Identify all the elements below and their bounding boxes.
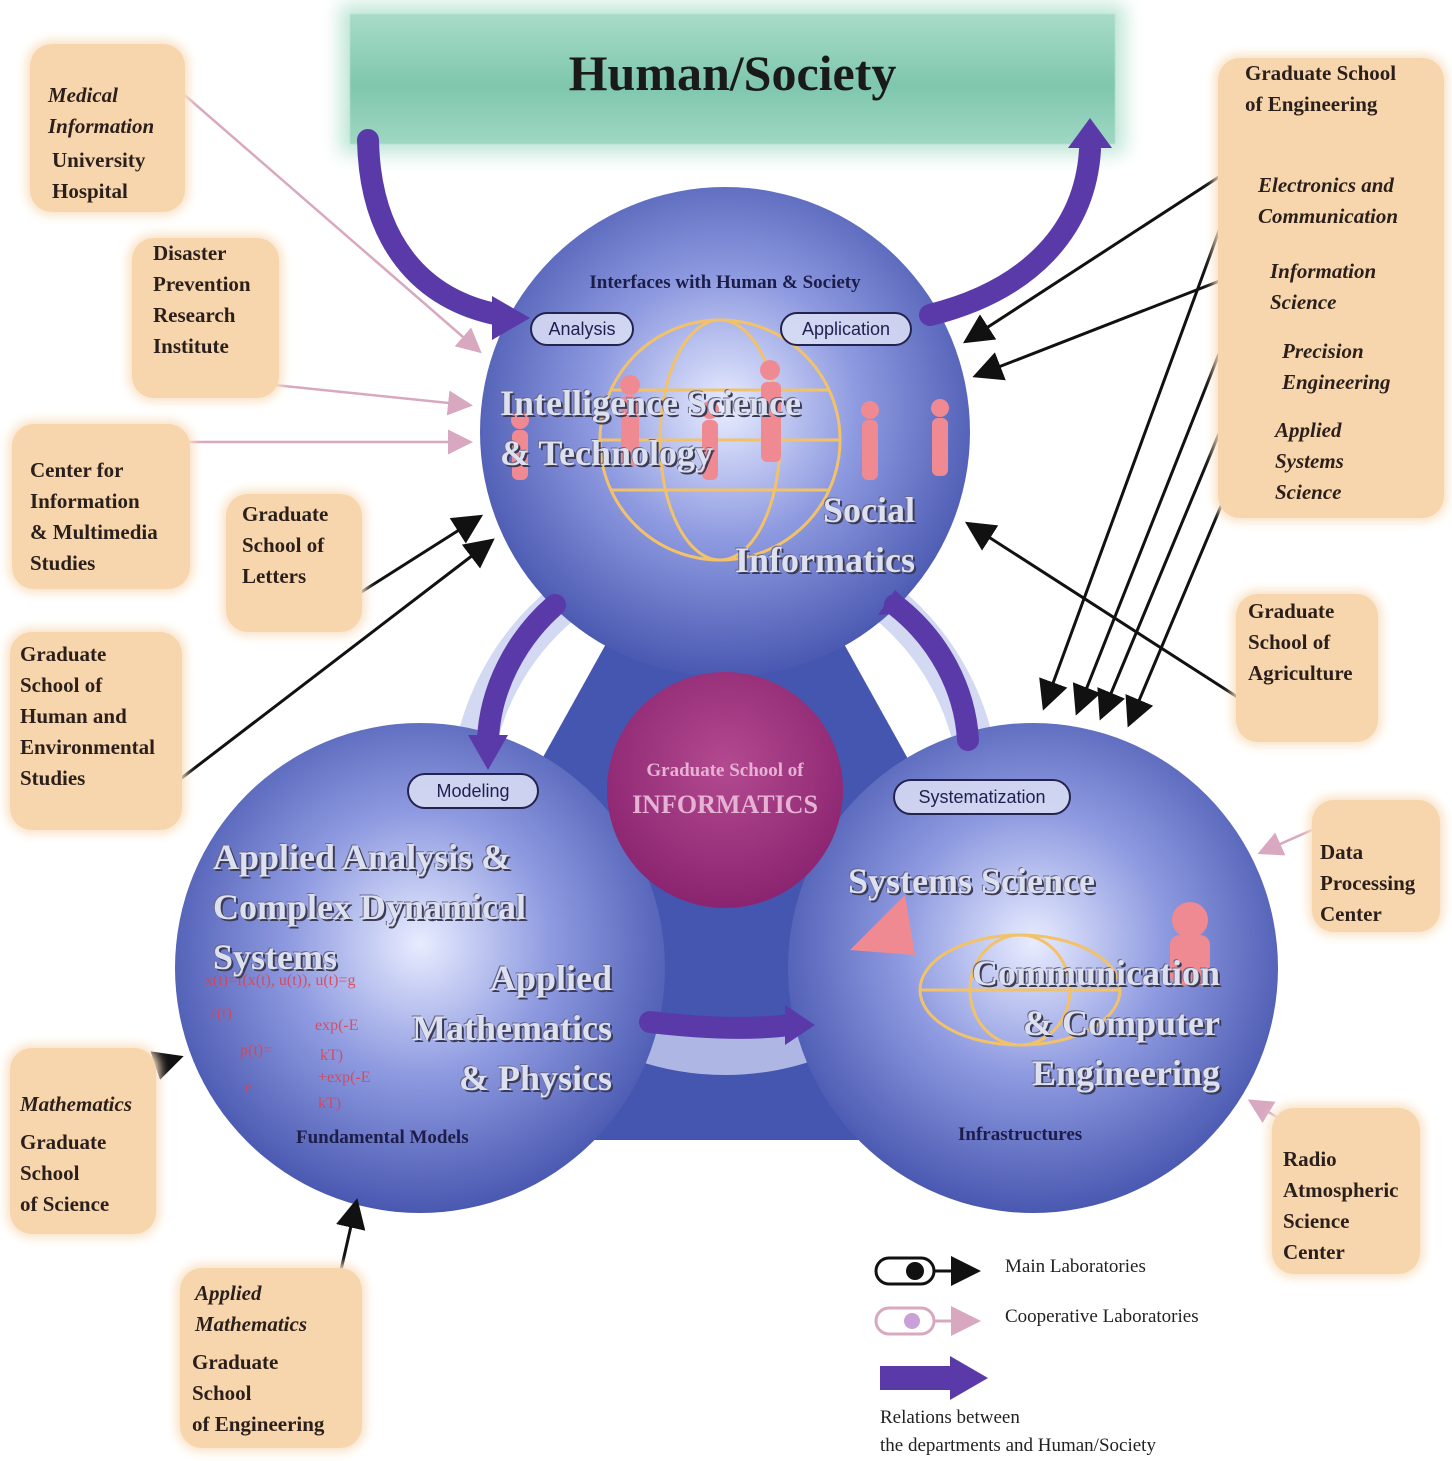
disaster-prevention-label: Disaster Prevention Research Institute <box>153 241 251 358</box>
lab-box-agriculture <box>1236 594 1378 742</box>
svg-text:+exp(-E: +exp(-E <box>318 1069 371 1086</box>
electronics-communication-label: Electronics and Communication <box>1258 173 1399 228</box>
fundamental-models-caption: Fundamental Models <box>296 1127 469 1148</box>
hub-circle <box>607 672 843 908</box>
circle-top <box>480 187 970 677</box>
svg-text:ε(t): ε(t) <box>210 1005 232 1022</box>
human-society-banner <box>350 14 1115 144</box>
mathematics-label: Mathematics <box>20 1092 133 1116</box>
graduate-school-science-label: Graduate School of Science <box>20 1130 110 1216</box>
lab-box-science <box>10 1048 156 1234</box>
applied-systems-science-label: Applied Systems Science <box>1275 418 1344 504</box>
applied-mathematics-lab-label: Applied Mathematics <box>195 1281 308 1336</box>
hub-line1: Graduate School of <box>646 760 804 781</box>
lab-box-engineering-top <box>1218 58 1444 518</box>
lab-box-engineering-bottom <box>180 1268 362 1448</box>
human-figures-icon <box>511 360 949 480</box>
relation-arrows <box>357 129 1101 1039</box>
information-science-label: Information Science <box>1270 259 1377 314</box>
data-processing-center-label: Data Processing Center <box>1320 840 1416 926</box>
precision-engineering-label: Precision Engineering <box>1282 339 1391 394</box>
circle-right <box>788 723 1278 1213</box>
lab-box-medical <box>30 44 185 212</box>
lab-box-human-env <box>10 632 182 830</box>
legend-relations-label: Relations between the departments and Hu… <box>880 1407 1156 1456</box>
graduate-school-agriculture-label: Graduate School of Agriculture <box>1248 599 1353 685</box>
dept-intelligence-science: Intelligence Science & Technology <box>500 383 801 473</box>
hub-line2: INFORMATICS <box>632 790 818 819</box>
cooperative-lab-arrows <box>149 64 1331 1132</box>
dept-social-informatics: Social Informatics <box>735 490 915 580</box>
equation-decoration: x(t)=f(x(t), u(t)), u(t)=g ε(t) exp(-E p… <box>205 972 371 1112</box>
circle-left <box>175 723 665 1213</box>
svg-text:kT): kT) <box>318 1095 341 1112</box>
svg-text:x(t)=f(x(t), u(t)), u(t)=g: x(t)=f(x(t), u(t)), u(t)=g <box>205 972 355 989</box>
banner-title: Human/Society <box>568 45 897 101</box>
center-information-label: Center for Information & Multimedia Stud… <box>30 458 158 575</box>
svg-text:e: e <box>245 1079 252 1096</box>
dept-applied-mathematics: Applied Mathematics & Physics <box>412 958 612 1098</box>
dept-systems-science: Systems Science <box>848 861 1095 901</box>
lab-box-center-info <box>12 424 190 589</box>
lab-box-disaster <box>132 238 279 398</box>
graduate-school-letters-label: Graduate School of Letters <box>242 502 329 588</box>
dept-communication-engineering: Communication & Computer Engineering <box>971 953 1220 1093</box>
lab-box-data-center <box>1312 800 1440 932</box>
top-circle-caption: Interfaces with Human & Society <box>589 272 861 293</box>
systematization-pill: Systematization <box>893 779 1071 815</box>
university-hospital-label: University Hospital <box>52 148 146 203</box>
svg-text:exp(-E: exp(-E <box>315 1017 359 1034</box>
medical-information-label: Medical Information <box>48 83 155 138</box>
analysis-pill: Analysis <box>530 312 634 346</box>
legend-main-label: Main Laboratories <box>1005 1256 1146 1277</box>
relation-arrowheads <box>468 118 1112 1045</box>
systems-figures-icon <box>850 895 1210 985</box>
application-pill: Application <box>780 312 912 346</box>
dept-applied-analysis: Applied Analysis & Complex Dynamical Sys… <box>213 837 526 977</box>
legend-coop-label: Cooperative Laboratories <box>1005 1306 1199 1327</box>
legend-graphics <box>874 1256 988 1400</box>
lab-box-radio <box>1272 1108 1420 1274</box>
lab-box-letters <box>226 494 362 632</box>
modeling-pill: Modeling <box>407 773 539 809</box>
svg-text:p(t)=: p(t)= <box>240 1042 272 1059</box>
infrastructures-caption: Infrastructures <box>958 1124 1083 1145</box>
graduate-school-engineering-bottom-label: Graduate School of Engineering <box>192 1350 325 1436</box>
human-environmental-label: Graduate School of Human and Environment… <box>20 642 155 790</box>
radio-atmospheric-label: Radio Atmospheric Science Center <box>1283 1147 1399 1264</box>
svg-text:kT): kT) <box>320 1047 343 1064</box>
graduate-school-engineering-top-label: Graduate School of Engineering <box>1245 61 1397 116</box>
globe-right-icon <box>918 933 1122 1047</box>
